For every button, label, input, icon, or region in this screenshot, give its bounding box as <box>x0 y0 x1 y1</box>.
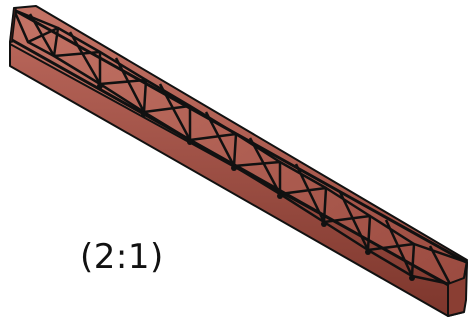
truss-joints <box>97 83 415 281</box>
joint <box>97 83 103 89</box>
panel-cross <box>204 111 236 167</box>
panel-cross <box>28 13 56 57</box>
truss-web <box>12 8 467 286</box>
scale-label: (2:1) <box>80 237 164 277</box>
panel-cross <box>68 31 102 85</box>
web-diagonals-upper <box>13 8 467 264</box>
panel-cross <box>384 219 414 277</box>
web-diagonals-lower <box>27 40 413 278</box>
panel-cross <box>248 137 282 195</box>
joint <box>141 111 147 117</box>
panel-cross <box>158 83 192 141</box>
joint <box>409 275 415 281</box>
joint <box>231 165 237 171</box>
panel-cross <box>338 191 370 251</box>
panel-cross <box>294 163 326 223</box>
panel-cross <box>114 57 146 113</box>
joint <box>187 139 193 145</box>
panel-cross <box>428 245 452 285</box>
left-end-plate <box>9 7 17 43</box>
joint <box>277 193 283 199</box>
joint <box>321 221 327 227</box>
joint <box>365 249 371 255</box>
